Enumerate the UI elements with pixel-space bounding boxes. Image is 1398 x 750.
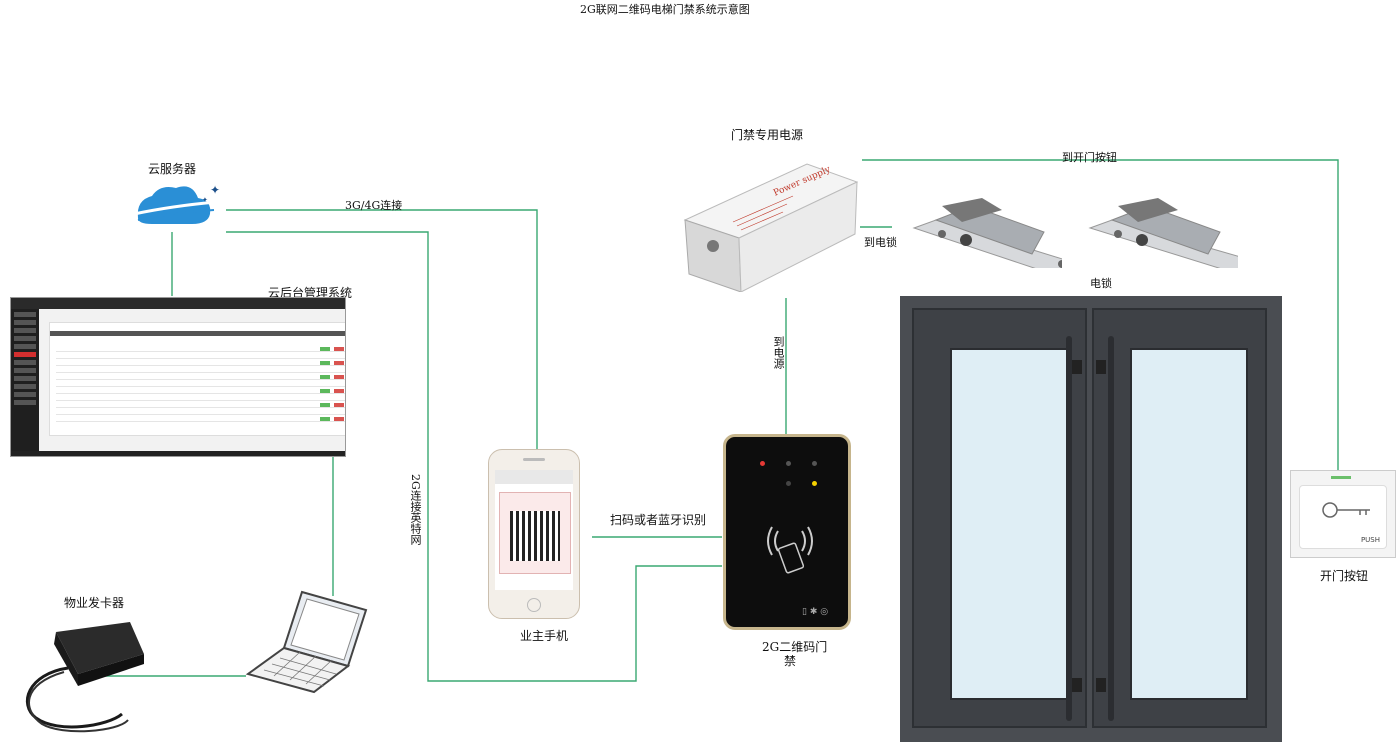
card-reader-icon [25,622,144,733]
backend-label: 云后台管理系统 [268,286,353,300]
exit-button-label: 开门按钮 [1320,569,1369,583]
diagram-title: 2G联网二维码电梯门禁系统示意图 [580,3,750,16]
conn-3g4g-label: 3G/4G连接 [345,199,403,212]
laptop-icon [245,590,368,694]
svg-text:✦: ✦ [202,196,208,204]
to-lock-label: 到电锁 [864,236,897,249]
svg-text:✦: ✦ [210,183,220,197]
cloud-icon: ✦ ✦ [133,183,220,224]
conn-2g-label: 2G连接英特网 [409,474,422,545]
power-supply-label: 门禁专用电源 [731,128,804,142]
line-2g [226,231,722,682]
electric-lock-icon [912,198,1062,268]
glass-door-icon [900,296,1282,742]
electric-lock-icon-2 [1088,198,1238,268]
backend-screenshot [10,297,346,457]
line-power-button [862,159,1339,470]
to-button-label: 到开门按钮 [1062,151,1117,164]
lock-label: 电锁 [1090,277,1112,290]
reader-label-line1: 2G二维码门 [762,640,828,654]
line-3g4g [226,209,538,452]
scan-label: 扫码或者蓝牙识别 [610,513,707,527]
qr-reader-icon: ▯ ✱ ◎ [723,434,851,630]
power-supply-icon: Power supply [683,163,858,292]
exit-button-icon: PUSH [1290,470,1396,558]
reader-label-line2: 禁 [784,654,797,668]
card-issuer-label: 物业发卡器 [64,596,125,610]
phone-label: 业主手机 [520,629,569,643]
cloud-server-label: 云服务器 [148,162,197,176]
to-power-label: 到电源 [772,336,785,369]
smartphone-icon [488,449,580,619]
